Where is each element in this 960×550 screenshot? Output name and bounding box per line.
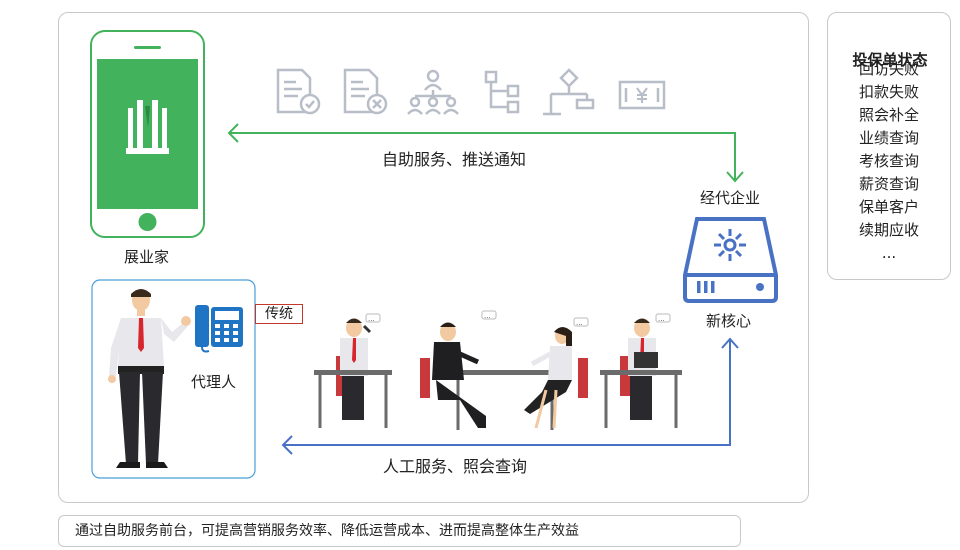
status-item: 扣款失败 bbox=[858, 83, 919, 101]
status-item: 保单客户 bbox=[858, 198, 919, 216]
server-icon bbox=[683, 217, 778, 303]
banknote-icon bbox=[618, 80, 666, 110]
desk-phone-icon bbox=[195, 305, 243, 353]
smartphone-icon bbox=[90, 30, 205, 238]
svg-text:...: ... bbox=[658, 315, 665, 323]
businessman-icon: ... bbox=[432, 310, 497, 428]
status-item: 业绩查询 bbox=[858, 129, 919, 147]
phone-worker-icon: ... bbox=[336, 313, 381, 420]
businesswoman-icon: ... bbox=[524, 317, 589, 429]
svg-text:...: ... bbox=[576, 319, 583, 327]
status-item: ... bbox=[881, 244, 897, 262]
traditional-label: 传统 bbox=[255, 304, 303, 324]
manual-service-label: 人工服务、照会查询 bbox=[383, 457, 528, 476]
agent-person-icon bbox=[108, 289, 191, 468]
status-item: 薪资查询 bbox=[858, 175, 919, 193]
status-item: 考核查询 bbox=[858, 152, 919, 170]
document-check-icon bbox=[276, 68, 321, 115]
status-panel-title: 投保单状态 bbox=[852, 51, 928, 69]
status-item: 续期应收 bbox=[858, 221, 919, 239]
new-core-label: 新核心 bbox=[706, 312, 752, 330]
laptop-worker-icon: ... bbox=[620, 313, 671, 420]
svg-text:...: ... bbox=[368, 315, 375, 323]
org-chart-icon bbox=[407, 69, 459, 115]
tree-structure-icon bbox=[484, 70, 520, 114]
policy-status-panel: 投保单状态 bbox=[827, 12, 951, 280]
document-cancel-icon bbox=[343, 68, 388, 115]
status-item: 照会补全 bbox=[858, 106, 919, 124]
status-item: 回访失败 bbox=[858, 60, 919, 78]
status-list: 回访失败 扣款失败 照会补全 业绩查询 考核查询 薪资查询 保单客户 续期应收 … bbox=[827, 58, 951, 265]
zhanyejia-label: 展业家 bbox=[124, 248, 170, 266]
svg-text:...: ... bbox=[484, 312, 491, 320]
footer-summary: 通过自助服务前台，可提高营销服务效率、降低运营成本、进而提高整体生产效益 bbox=[58, 515, 741, 547]
flowchart-icon bbox=[543, 68, 595, 116]
agent-label: 代理人 bbox=[191, 373, 237, 391]
agency-enterprise-label: 经代企业 bbox=[700, 189, 761, 207]
self-service-label: 自助服务、推送通知 bbox=[382, 150, 527, 169]
office-scene: ... ... ... ... bbox=[314, 310, 682, 430]
